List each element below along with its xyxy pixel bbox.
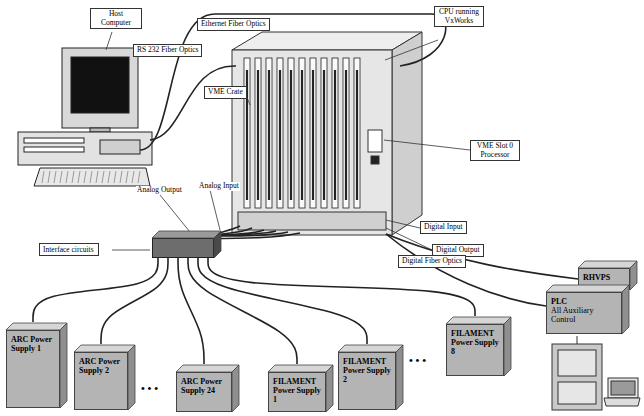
power-supply-box: RHVPS (578, 268, 630, 290)
cable-connector (101, 258, 168, 344)
node-title: Interface circuits (39, 243, 99, 256)
box-face (152, 231, 223, 260)
power-supply-box: FILAMENT Power Supply 1 (268, 372, 326, 412)
callout-label: Digital Fiber Optics (398, 255, 466, 268)
power-supply-box: ARC Power Supply 2 (74, 352, 128, 410)
callout-label: Host Computer (90, 8, 142, 29)
callout-label: RS 232 Fiber Optics (133, 44, 202, 57)
plc-cabinet (552, 336, 640, 410)
node-title: RHVPS (583, 273, 625, 282)
power-supply-box: FILAMENT Power Supply 8 (446, 324, 504, 376)
power-supply-box: FILAMENT Power Supply 2 (338, 352, 396, 410)
ellipsis-mark: • • • (140, 384, 159, 393)
node-body: All Auxiliary Control (551, 306, 617, 324)
vme-crate (232, 32, 422, 235)
box-face (338, 345, 405, 412)
interface-device: Interface circuits (152, 238, 214, 258)
cable-connector (198, 258, 367, 344)
node-title: FILAMENT Power Supply 8 (451, 329, 499, 356)
box-face (74, 345, 137, 412)
callout-label: CPU running VxWorks (434, 6, 484, 27)
callout-label: Ethernet Fiber Optics (197, 18, 270, 31)
node-title: FILAMENT Power Supply 1 (273, 377, 321, 404)
fiber-cable (140, 14, 578, 306)
node-title: ARC Power Supply 1 (11, 335, 55, 353)
box-face (446, 317, 513, 378)
node-title: PLC (551, 297, 617, 306)
signal-name: Analog Output (136, 186, 183, 195)
leader-line (106, 32, 470, 250)
host-computer (18, 48, 152, 186)
callout-label: VME Crate (204, 86, 247, 99)
power-supply-box: ARC Power Supply 24 (176, 372, 232, 412)
node-title: ARC Power Supply 24 (181, 377, 227, 395)
node-title: ARC Power Supply 2 (79, 357, 123, 375)
cable-connector (188, 258, 297, 364)
cable-connector (33, 258, 158, 322)
signal-name: Analog Input (198, 182, 240, 191)
node-title: FILAMENT Power Supply 2 (343, 357, 391, 384)
ellipsis-mark: • • • (408, 356, 427, 365)
callout-label: Digital Input (420, 221, 467, 234)
power-supply-box: ARC Power Supply 1 (6, 330, 60, 408)
callout-label: VME Slot 0 Processor (470, 140, 520, 161)
power-supply-box: PLCAll Auxiliary Control (546, 292, 622, 334)
